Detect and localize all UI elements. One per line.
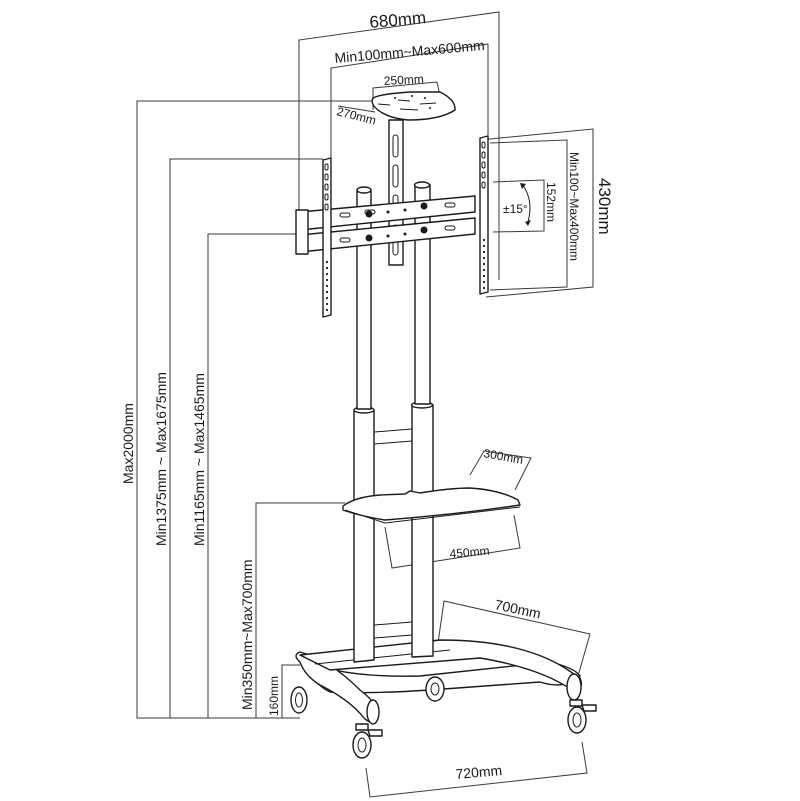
label-base-width: 720mm — [455, 762, 503, 782]
label-bracket-height: 430mm — [595, 178, 614, 235]
label-shelf-depth: 300mm — [482, 446, 524, 467]
label-top-shelf-depth: 270mm — [335, 104, 377, 127]
dim-shelf-depth — [469, 450, 532, 491]
label-center-height-range: Min1165mm ~ Max1465mm — [191, 373, 207, 546]
tilt-arrow-icon — [520, 183, 531, 226]
columns — [353, 181, 434, 663]
caster-back-center — [425, 676, 445, 702]
dim-top-shelf-depth — [337, 105, 376, 113]
label-vesa-horizontal: Min100mm~Max600mm — [334, 37, 485, 66]
caster-front-right — [567, 699, 597, 734]
label-shelf-height-range: Min350mm~Max700mm — [239, 559, 255, 710]
vesa-arm-right — [479, 135, 489, 295]
label-tilt-angle: ±15° — [503, 202, 528, 216]
dim-bracket-height — [479, 128, 594, 298]
dim-shelf-width — [384, 514, 521, 569]
dim-vesa-vertical — [489, 139, 568, 291]
label-vesa-vertical: Min100~Max400mm — [567, 152, 581, 261]
top-camera-shelf — [371, 91, 456, 121]
dim-base-width — [365, 741, 588, 798]
dim-center-height — [207, 233, 296, 718]
label-base-height: 160mm — [267, 676, 281, 716]
label-tilt-height: 152mm — [544, 182, 558, 222]
dim-overall-width — [298, 11, 500, 280]
caster-front-left — [352, 723, 383, 759]
dim-vesa-horizontal — [330, 43, 489, 160]
dim-tilt — [492, 179, 545, 233]
label-max-height: Max2000mm — [120, 403, 136, 484]
label-top-height-range: Min1375mm ~ Max1675mm — [153, 372, 169, 546]
label-top-shelf-width: 250mm — [383, 72, 424, 88]
dim-shelf-height — [255, 502, 345, 718]
dim-base-height — [281, 664, 300, 718]
dim-max-height — [136, 100, 385, 719]
caster-back-left — [290, 686, 308, 714]
mount-rails — [295, 195, 476, 255]
label-shelf-width: 450mm — [449, 544, 490, 561]
tv-cart-illustration — [290, 91, 597, 759]
middle-shelf — [342, 487, 521, 524]
dim-base-depth — [437, 600, 591, 684]
dimension-lines — [136, 11, 594, 798]
label-overall-width: 680mm — [369, 8, 427, 32]
dim-top-height — [169, 158, 323, 718]
vesa-arm-left — [322, 157, 332, 318]
